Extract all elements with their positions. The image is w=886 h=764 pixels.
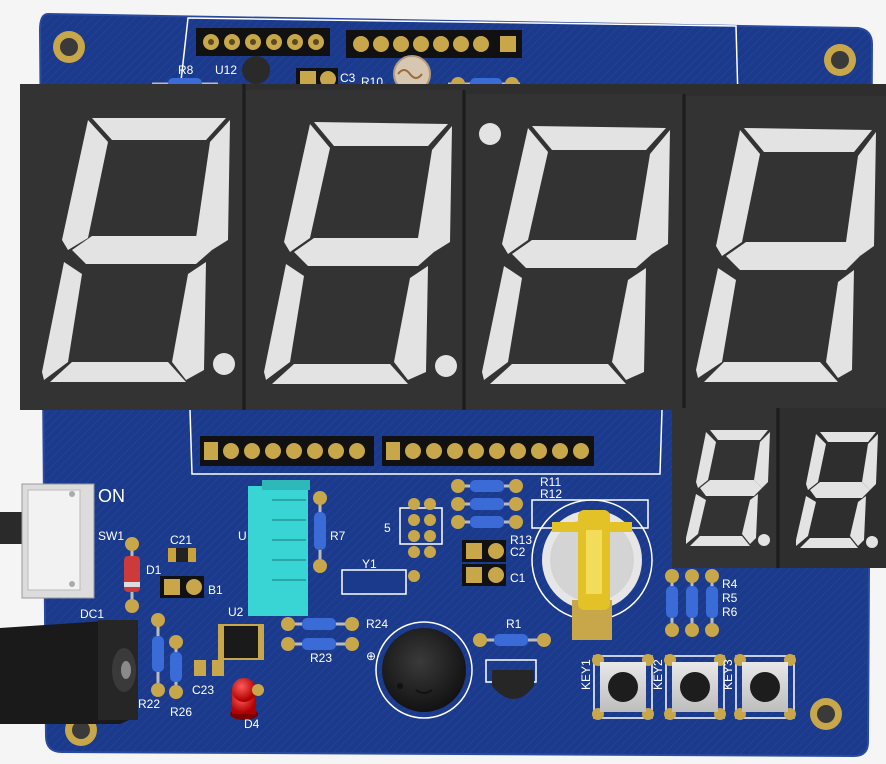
resistor-r24 bbox=[281, 617, 359, 631]
crystal-y1 bbox=[341, 569, 420, 595]
resistor-r13 bbox=[451, 515, 523, 529]
ic-dip-5 bbox=[399, 498, 443, 558]
label-r1: R1 bbox=[506, 617, 522, 631]
label-c2: C2 bbox=[510, 545, 526, 559]
label-r23: R23 bbox=[310, 651, 332, 665]
header-cyan-module bbox=[248, 480, 310, 616]
resistor-r6 bbox=[705, 569, 719, 637]
resistor-r23 bbox=[281, 637, 359, 651]
label-u2: U2 bbox=[228, 605, 244, 619]
label-key1: KEY1 bbox=[579, 659, 593, 690]
push-button-icon-key1[interactable] bbox=[592, 654, 654, 720]
header-u12 bbox=[196, 28, 330, 56]
label-c21: C21 bbox=[170, 533, 192, 547]
label-r22: R22 bbox=[138, 697, 160, 711]
battery-holder-icon bbox=[531, 499, 653, 640]
label-r11: R11 bbox=[540, 475, 561, 489]
label-u12: U12 bbox=[215, 63, 237, 77]
mounting-holes bbox=[53, 31, 856, 746]
label-r6: R6 bbox=[722, 605, 738, 619]
label-d4: D4 bbox=[244, 717, 260, 731]
transistor-bottom bbox=[485, 659, 537, 699]
led-icon bbox=[230, 678, 264, 720]
capacitor-c21 bbox=[168, 548, 196, 562]
label-r12: R12 bbox=[540, 487, 562, 501]
small-digit-2 bbox=[796, 432, 878, 548]
power-jack-icon[interactable] bbox=[0, 620, 138, 724]
photoresistor-r10 bbox=[393, 55, 431, 93]
label-c1: C1 bbox=[510, 571, 526, 585]
resistor-r11 bbox=[451, 479, 523, 493]
label-c3: C3 bbox=[340, 71, 356, 85]
label-y1: Y1 bbox=[362, 557, 377, 571]
label-r4: R4 bbox=[722, 577, 738, 591]
resistor-r12 bbox=[451, 497, 523, 511]
label-r8: R8 bbox=[178, 63, 194, 77]
header-right-top bbox=[346, 30, 522, 58]
push-button-icon-key2[interactable] bbox=[664, 654, 726, 720]
digit-3 bbox=[479, 123, 670, 384]
label-r26: R26 bbox=[170, 705, 192, 719]
label-d1: D1 bbox=[146, 563, 162, 577]
slide-switch-icon[interactable] bbox=[0, 483, 95, 599]
label-dc1: DC1 bbox=[80, 607, 104, 621]
label-c23: C23 bbox=[192, 683, 214, 697]
diode-d1 bbox=[124, 537, 140, 613]
label-u-left: U bbox=[238, 529, 247, 543]
resistor-r1 bbox=[473, 633, 551, 647]
jumper-b1 bbox=[160, 576, 204, 598]
label-key2: KEY2 bbox=[651, 659, 665, 690]
transistor-u12 bbox=[242, 56, 270, 84]
digit-4 bbox=[696, 128, 876, 382]
label-on: ON bbox=[98, 486, 125, 506]
header-mid-right bbox=[382, 436, 594, 466]
resistor-r26 bbox=[169, 635, 183, 699]
label-r7: R7 bbox=[330, 529, 346, 543]
resistor-r22 bbox=[151, 613, 165, 697]
digit-1 bbox=[42, 118, 235, 382]
capacitor-c1 bbox=[462, 564, 506, 586]
label-r24: R24 bbox=[366, 617, 388, 631]
resistor-r5 bbox=[685, 569, 699, 637]
push-button-icon-key3[interactable] bbox=[734, 654, 796, 720]
resistor-r7 bbox=[313, 491, 327, 573]
label-b1: B1 bbox=[208, 583, 223, 597]
capacitor-c2 bbox=[462, 540, 506, 562]
svg-text:⊕: ⊕ bbox=[366, 649, 376, 663]
label-r5: R5 bbox=[722, 591, 738, 605]
digit-2 bbox=[264, 122, 457, 384]
silkscreen-outline-top bbox=[179, 17, 739, 101]
label-key3: KEY3 bbox=[721, 659, 735, 690]
resistor-r4 bbox=[665, 569, 679, 637]
capacitor-c23 bbox=[194, 660, 224, 676]
ic-u2 bbox=[218, 624, 264, 660]
label-ic5: 5 bbox=[384, 521, 391, 535]
header-mid-left bbox=[200, 436, 374, 466]
buzzer-icon: ⊕ bbox=[366, 621, 473, 719]
seven-segment-display-small bbox=[672, 408, 886, 568]
seven-segment-display-large bbox=[20, 84, 886, 410]
small-digit-1 bbox=[686, 430, 770, 546]
silkscreen-outline-mid bbox=[189, 409, 663, 475]
label-r13: R13 bbox=[510, 533, 532, 547]
label-sw1: SW1 bbox=[98, 529, 124, 543]
